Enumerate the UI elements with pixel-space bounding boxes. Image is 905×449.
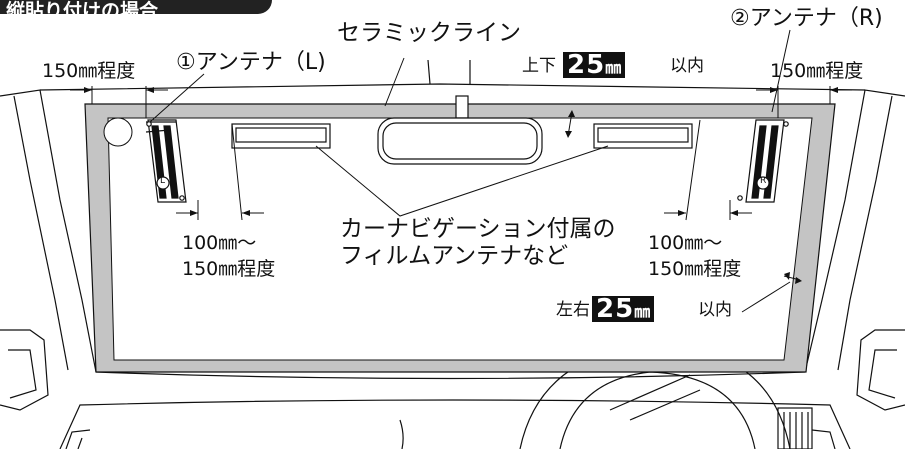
right-corner: [811, 429, 836, 449]
leader-film: [315, 145, 609, 217]
left-right-limit-unit: ㎜: [634, 302, 651, 321]
right-vent: [777, 407, 813, 449]
dim-left-ext: [91, 86, 147, 118]
sensor-circle: [103, 117, 133, 147]
left-vent: [65, 429, 91, 449]
left-pillar-line: [0, 89, 97, 373]
antenna-left-unit: [145, 119, 187, 203]
film-antenna-right-inner: [597, 127, 689, 143]
antenna-left-mark: L: [160, 176, 166, 186]
top-bottom-limit-value: 25: [567, 50, 606, 80]
film-antenna-left-inner: [235, 127, 327, 143]
gauge-lines: [609, 374, 701, 421]
top-bottom-prefix: 上下: [522, 56, 556, 76]
leader-ceramic: [384, 57, 405, 107]
top-bottom-suffix: 以内: [670, 56, 704, 76]
dash-curve: [399, 419, 404, 449]
left-pillar-inner: [13, 95, 69, 371]
left-side-mirror: [0, 329, 49, 411]
antenna-right-label: ②アンテナ（R): [730, 6, 883, 31]
leader-antenna-left: [149, 73, 205, 123]
right-margin-label: 150㎜程度: [770, 60, 864, 82]
mirror-mount: [427, 59, 471, 85]
leader-side: [741, 281, 791, 313]
dashboard-line: [59, 399, 851, 449]
right-pillar-inner: [837, 95, 893, 371]
gap-left-label-2: 150㎜程度: [182, 258, 276, 280]
left-right-prefix: 左右: [556, 300, 590, 320]
steering-wheel-inner: [559, 371, 756, 449]
nav-film-label-2: フィルムアンテナなど: [340, 243, 569, 269]
header-tab: 縦貼り付けの場合: [0, 0, 272, 14]
gap-right-label-1: 100㎜〜: [648, 232, 723, 254]
header-title: 縦貼り付けの場合: [6, 0, 159, 14]
gap-left-label-1: 100㎜〜: [182, 232, 257, 254]
dim-right-ext: [777, 86, 831, 118]
left-right-limit-value: 25: [596, 294, 635, 324]
right-side-mirror: [856, 329, 905, 411]
rearview-mirror-inner: [382, 122, 538, 160]
left-right-limit-badge: 25㎜: [592, 294, 655, 324]
nav-film-label-1: カーナビゲーション付属の: [340, 216, 616, 242]
left-margin-label: 150㎜程度: [42, 60, 136, 82]
gap-right-label-2: 150㎜程度: [648, 258, 742, 280]
antenna-left-label: ①アンテナ（L): [176, 50, 326, 75]
dim-gap-right-ext: [685, 119, 731, 221]
mirror-stem: [455, 95, 469, 119]
dashboard-top: [95, 371, 806, 380]
leader-antenna-right: [771, 29, 791, 113]
right-pillar-line: [804, 89, 905, 373]
right-vent-slats: [783, 412, 809, 449]
right-side-mirror-inner: [868, 349, 897, 399]
top-bottom-limit-unit: ㎜: [605, 58, 622, 77]
ceramic-line-label: セラミックライン: [337, 20, 521, 46]
antenna-right-mark: R: [760, 176, 767, 186]
dim-gap-left-ext: [197, 123, 243, 221]
left-right-suffix: 以内: [698, 300, 732, 320]
left-side-mirror-inner: [8, 349, 37, 399]
antenna-right-unit: [737, 119, 789, 203]
roof-line: [39, 83, 866, 91]
top-bottom-limit-badge: 25㎜: [563, 50, 626, 80]
